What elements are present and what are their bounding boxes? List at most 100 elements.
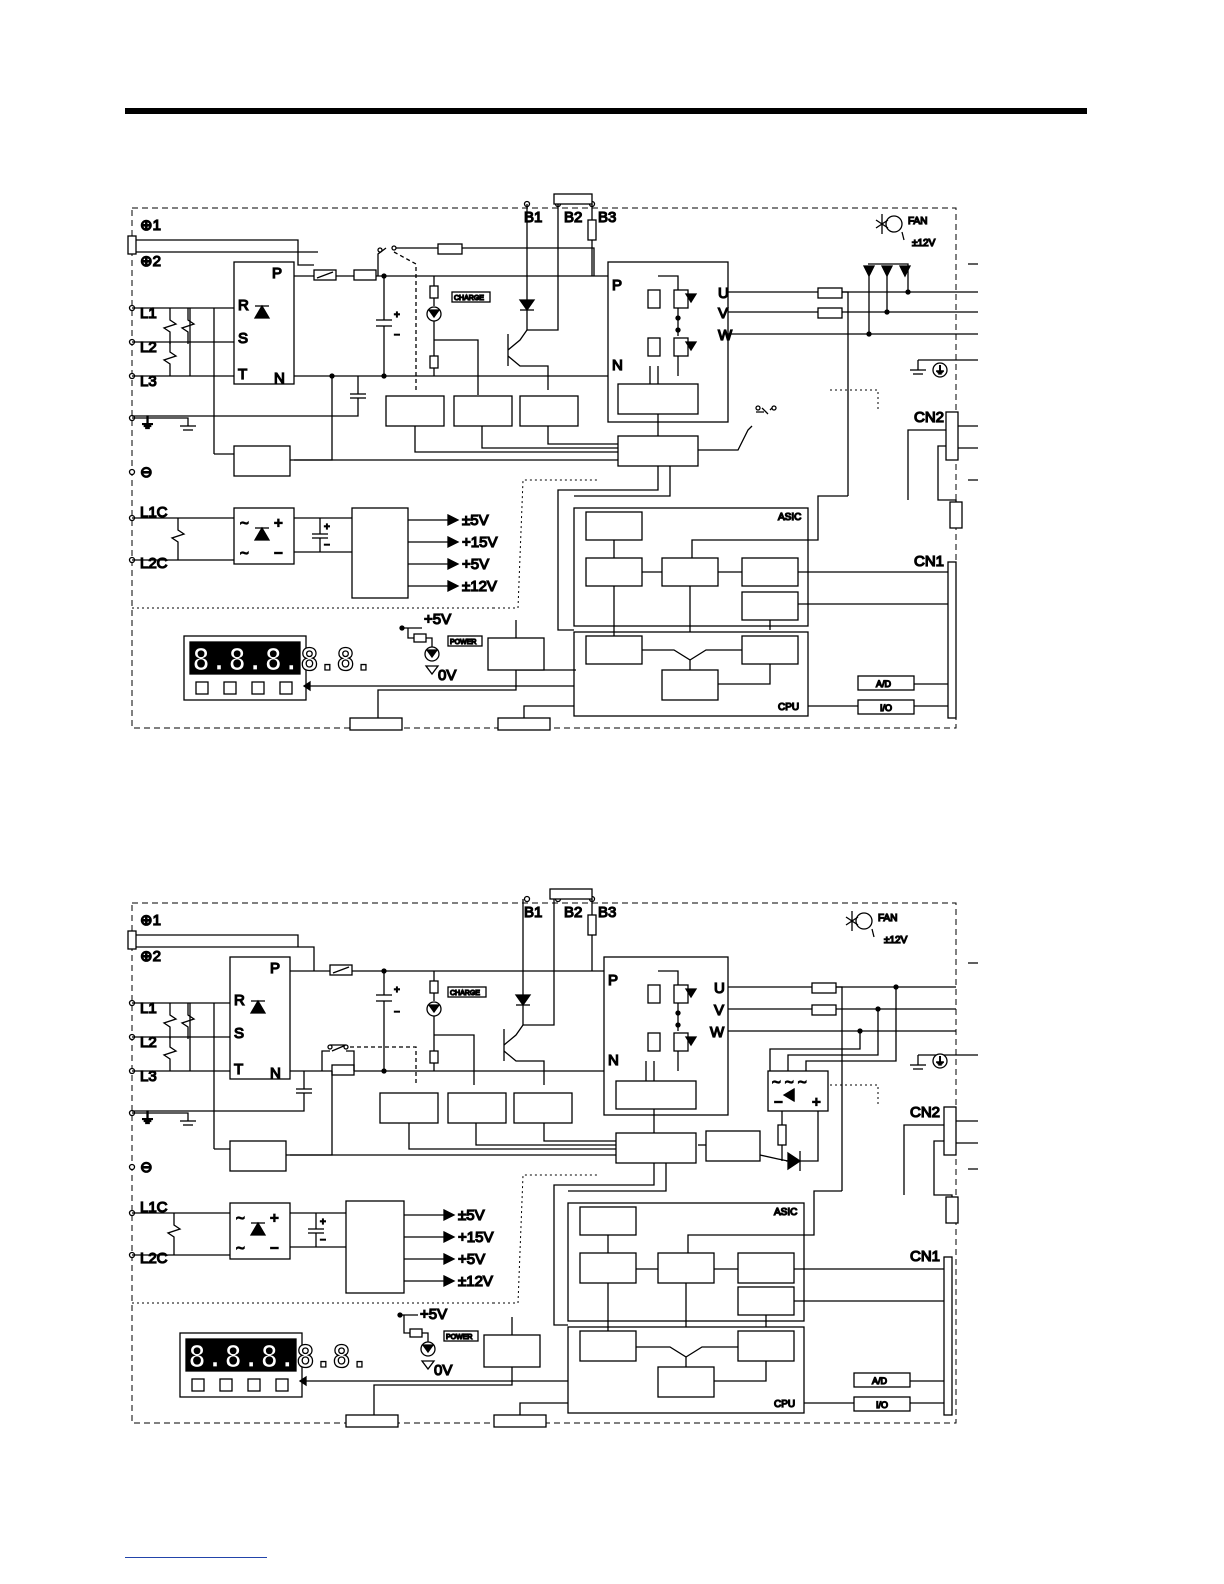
cn2-connector: [945, 411, 959, 461]
block-diagram-bottom: ⊕1 ⊕2 L1 L2 L3 ⊖ L1C L2C B1 B2 B3 ⏚ P R …: [127, 888, 978, 1428]
panel-key-4[interactable]: [279, 681, 293, 695]
terminal-l3-b: L3: [140, 1068, 157, 1085]
svg-text:~: ~: [240, 545, 249, 562]
ground-symbol-b: ⏚: [140, 1110, 155, 1127]
cn2-label-b: CN2: [910, 1104, 940, 1121]
control-block-1-b: [379, 1092, 439, 1124]
ad-label-b: A/D: [872, 1376, 888, 1386]
rail-4: ±12V: [462, 578, 497, 595]
charge-indicator-label: CHARGE: [454, 295, 484, 302]
rectifier-r-b: R: [234, 992, 245, 1009]
rail-1: ±5V: [462, 512, 489, 529]
svg-text:−: −: [774, 1094, 783, 1111]
rectifier-r: R: [238, 297, 249, 314]
cn1-connector-b: [943, 1256, 953, 1416]
terminal-l1: L1: [140, 305, 157, 322]
panel-key-4-b[interactable]: [275, 1378, 289, 1392]
output-w: W: [718, 327, 733, 344]
terminal-b3: B3: [598, 209, 616, 226]
gate-driver-block-b: [615, 1080, 697, 1110]
output-v-b: V: [714, 1002, 724, 1019]
cn1-label-b: CN1: [910, 1248, 940, 1265]
gate-driver-block: [617, 383, 699, 415]
svg-text:⏚: ⏚: [935, 365, 945, 377]
svg-text:+: +: [394, 985, 400, 996]
terminal-l1-b: L1: [140, 1000, 157, 1017]
svg-text:+: +: [270, 1210, 279, 1227]
cpu-label: CPU: [778, 702, 799, 713]
terminal-b1-b: B1: [524, 904, 542, 921]
terminal-plus1: ⊕1: [140, 217, 161, 234]
terminal-plus1-b: ⊕1: [140, 912, 161, 929]
output-u: U: [718, 285, 729, 302]
svg-text:+: +: [324, 522, 330, 533]
main-rectifier: [233, 261, 295, 385]
asic-label: ASIC: [778, 512, 801, 523]
control-block-3: [519, 395, 579, 427]
switching-power-supply: [351, 507, 409, 599]
svg-text:+: +: [274, 515, 283, 532]
svg-text:~: ~: [240, 515, 249, 532]
rail-3-b: +5V: [458, 1251, 485, 1268]
terminal-b1: B1: [524, 209, 542, 226]
rail-4-b: ±12V: [458, 1273, 493, 1290]
panel-key-3-b[interactable]: [247, 1378, 261, 1392]
svg-text:~: ~: [236, 1210, 245, 1227]
cn1-label: CN1: [914, 553, 944, 570]
fan-label-b: FAN: [878, 913, 897, 924]
panel-key-3[interactable]: [251, 681, 265, 695]
control-block-1: [385, 395, 445, 427]
inverter-n: N: [612, 357, 623, 374]
rectifier-s-b: S: [234, 1025, 244, 1042]
rectifier-n-b: N: [270, 1065, 281, 1082]
output-v: V: [718, 305, 728, 322]
fan-voltage-b: ±12V: [884, 935, 908, 946]
terminal-l1c-b: L1C: [140, 1199, 168, 1216]
output-u-b: U: [714, 980, 725, 997]
panel-key-2[interactable]: [223, 681, 237, 695]
svg-text:−: −: [320, 1235, 326, 1246]
comm-block: [487, 637, 545, 671]
terminal-minus: ⊖: [140, 464, 153, 481]
terminal-l2c-b: L2C: [140, 1250, 168, 1267]
svg-text:~ ~ ~: ~ ~ ~: [772, 1074, 807, 1091]
power-rails-b: [404, 1208, 456, 1288]
svg-text:+: +: [394, 310, 400, 321]
svg-text:−: −: [324, 540, 330, 551]
fan-icon: [885, 215, 903, 233]
panel-key-1-b[interactable]: [191, 1378, 205, 1392]
comm-block-b: [483, 1334, 541, 1368]
rail-1-b: ±5V: [458, 1207, 485, 1224]
sense-block: [233, 445, 291, 477]
drive-control-block: [617, 435, 699, 467]
fan-voltage: ±12V: [912, 238, 936, 249]
sense-block-b: [229, 1140, 287, 1172]
terminal-plus2: ⊕2: [140, 253, 161, 270]
control-block-2-b: [447, 1092, 507, 1124]
panel-keys-b[interactable]: [191, 1378, 289, 1392]
terminal-minus-b: ⊖: [140, 1159, 153, 1176]
inverter-n-b: N: [608, 1052, 619, 1069]
footer-link-rule: [125, 1557, 267, 1558]
panel-keys[interactable]: [195, 681, 293, 695]
charge-indicator-label-b: CHARGE: [450, 990, 480, 997]
output-w-b: W: [710, 1024, 725, 1041]
fan-icon-b: [855, 912, 873, 930]
cn2-connector-b: [943, 1106, 957, 1156]
panel-key-1[interactable]: [195, 681, 209, 695]
io-label-b: I/O: [876, 1400, 888, 1410]
rail-2: +15V: [462, 534, 497, 551]
svg-text:+: +: [320, 1217, 326, 1228]
fan-label: FAN: [908, 216, 927, 227]
cpu-label-b: CPU: [774, 1399, 795, 1410]
ad-label: A/D: [876, 679, 892, 689]
terminal-b2-b: B2: [564, 904, 582, 921]
power-supply-plus5: +5V: [424, 611, 451, 628]
terminal-b2: B2: [564, 209, 582, 226]
panel-key-2-b[interactable]: [219, 1378, 233, 1392]
svg-text:−: −: [274, 545, 283, 562]
terminal-b3-b: B3: [598, 904, 616, 921]
terminal-l2c: L2C: [140, 555, 168, 572]
power-supply-zero-b: 0V: [434, 1362, 452, 1379]
switching-power-supply-b: [345, 1200, 405, 1294]
